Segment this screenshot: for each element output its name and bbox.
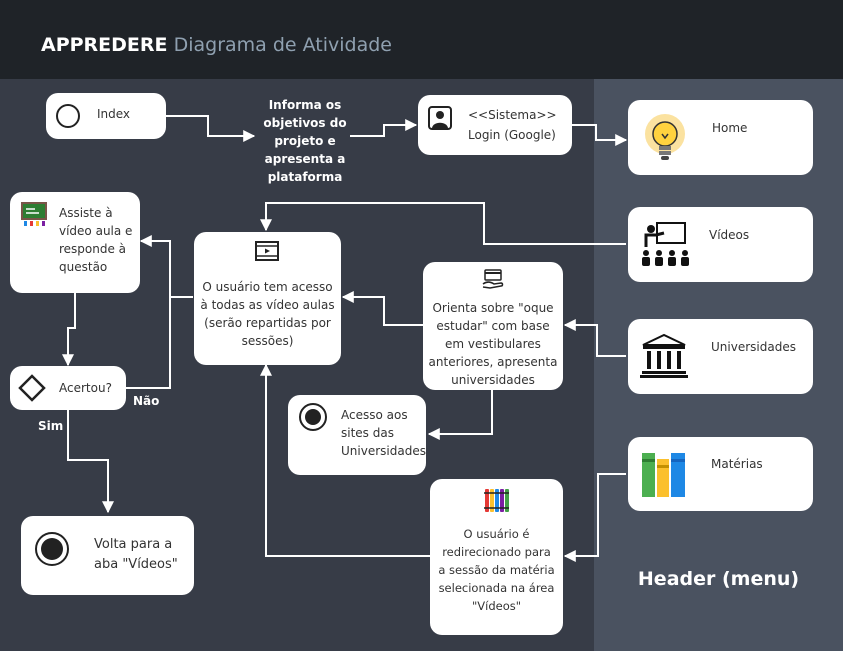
- end-node-icon: [299, 403, 327, 431]
- arrow-nao-back-to-assiste: [126, 297, 171, 389]
- redirecionado-text: O usuário é redirecionado para a sessão …: [438, 527, 555, 613]
- arrow-index-to-info: [166, 115, 256, 142]
- volta-node: Volta para a aba "Vídeos": [21, 516, 194, 595]
- blackboard-icon: [21, 202, 47, 226]
- videos-label: Vídeos: [709, 228, 750, 242]
- arrow-orienta-to-sites: [427, 390, 493, 440]
- card-hand-icon: [482, 269, 504, 289]
- arrow-universidades-to-orienta: [563, 319, 626, 357]
- title-bar: [0, 0, 843, 79]
- home-label: Home: [712, 121, 748, 135]
- lightbulb-icon: [645, 114, 685, 160]
- user-icon: [428, 106, 452, 130]
- final-node-icon: [35, 532, 69, 566]
- materias-label: Matérias: [711, 457, 763, 471]
- videos-menu-node[interactable]: Vídeos: [628, 207, 813, 282]
- nao-label: Não: [133, 394, 160, 408]
- start-node-icon: [56, 104, 80, 128]
- arrow-materias-to-redirecionado: [563, 473, 626, 562]
- acesso-sites-text: Acesso aos sites das Universidades: [341, 408, 426, 458]
- universidades-label: Universidades: [711, 340, 796, 354]
- decision-diamond-icon: [18, 374, 46, 402]
- arrow-info-to-login: [350, 119, 418, 137]
- volta-text: Volta para a aba "Vídeos": [94, 537, 178, 572]
- assiste-node: Assiste à vídeo aula e responde à questã…: [10, 192, 140, 293]
- brand-name: APPREDERE: [41, 34, 168, 56]
- acesso-node: O usuário tem acesso à todas as vídeo au…: [194, 232, 341, 365]
- books-icon: [642, 453, 685, 497]
- arrow-login-to-home: [572, 124, 628, 146]
- arrow-orienta-to-acesso: [341, 291, 423, 326]
- acesso-text: O usuário tem acesso à todas as vídeo au…: [200, 280, 335, 348]
- orienta-text: Orienta sobre "oque estudar" com base em…: [428, 301, 558, 387]
- acesso-sites-node: Acesso aos sites das Universidades: [288, 395, 426, 475]
- acertou-decision-node: Acertou?: [10, 366, 126, 410]
- colored-books-icon: [484, 489, 509, 512]
- assiste-text: Assiste à vídeo aula e responde à questã…: [59, 206, 133, 274]
- arrow-videos-to-acesso: [260, 202, 626, 245]
- sim-label: Sim: [38, 419, 64, 433]
- teacher-icon: [642, 222, 689, 266]
- arrow-assiste-to-acertou: [62, 293, 76, 367]
- materias-menu-node[interactable]: Matérias: [628, 437, 813, 511]
- arrow-acesso-to-assiste: [139, 235, 193, 298]
- arrow-redirecionado-to-acesso: [260, 363, 430, 557]
- header-menu-caption: Header (menu): [637, 568, 800, 590]
- login-stereotype: <<Sistema>>: [468, 108, 557, 122]
- diagram-subtitle: Diagrama de Atividade: [173, 34, 392, 56]
- video-icon: [255, 241, 279, 261]
- info-text: Informa os objetivos do projeto e aprese…: [263, 98, 347, 184]
- home-menu-node[interactable]: Home: [628, 100, 813, 175]
- index-node: Index: [46, 93, 166, 139]
- login-node: <<Sistema>> Login (Google): [418, 95, 572, 155]
- arrow-sim-to-volta: [67, 410, 114, 514]
- university-icon: [640, 333, 688, 378]
- diagram-title: APPREDERE Diagrama de Atividade: [41, 34, 392, 56]
- redirecionado-node: O usuário é redirecionado para a sessão …: [430, 479, 563, 635]
- acertou-label: Acertou?: [59, 381, 112, 395]
- index-label: Index: [97, 107, 131, 121]
- login-label: Login (Google): [468, 128, 556, 142]
- universidades-menu-node[interactable]: Universidades: [628, 319, 813, 394]
- orienta-node: Orienta sobre "oque estudar" com base em…: [423, 262, 563, 390]
